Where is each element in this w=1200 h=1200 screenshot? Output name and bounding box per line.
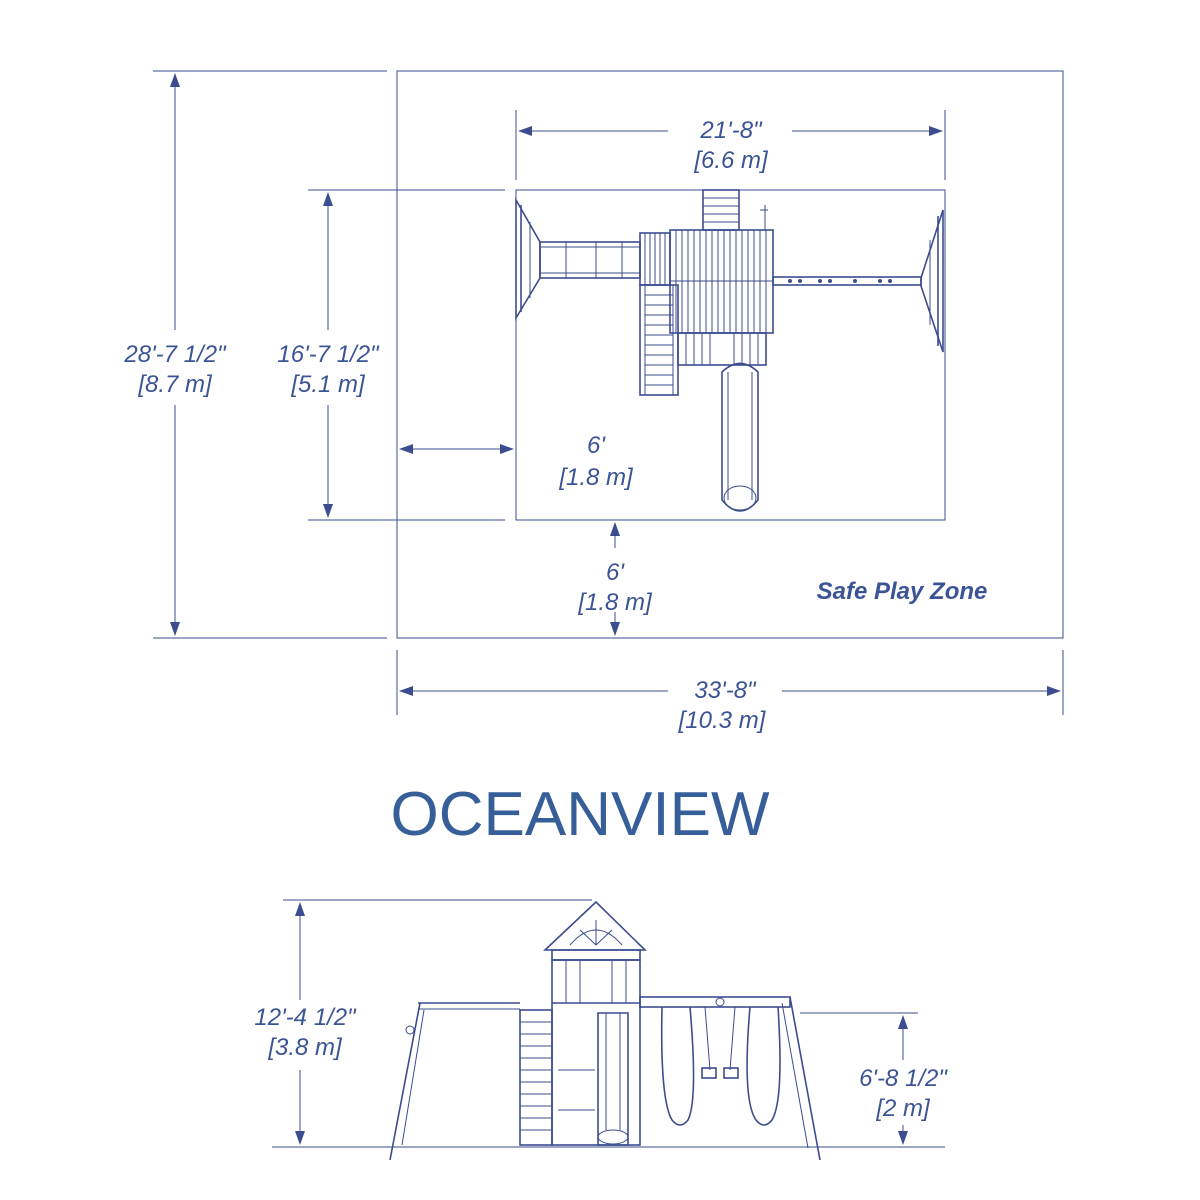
- tube-slide: [721, 362, 759, 512]
- elevation-tower: [519, 900, 647, 1146]
- overall-width-dimension: 33'-8" [10.3 m]: [396, 650, 1064, 734]
- safe-play-zone-boundary: [396, 70, 1064, 639]
- bottom-clearance-dimension: 6' [1.8 m]: [577, 522, 653, 636]
- overall-depth-dimension: 28'-7 1/2" [8.7 m]: [123, 70, 387, 639]
- tower-lower-deck: [677, 332, 767, 366]
- plan-view: 28'-7 1/2" [8.7 m] 16'-7 1/2" [5.1 m] 21…: [123, 70, 1064, 734]
- side-clearance-dimension: 6' [1.8 m]: [399, 432, 634, 491]
- top-ladder: [702, 189, 740, 231]
- left-a-frame: [515, 196, 541, 321]
- overall-width-imperial: 33'-8": [694, 677, 757, 704]
- set-width-metric: [6.6 m]: [693, 147, 769, 174]
- overall-depth-metric: [8.7 m]: [137, 371, 213, 398]
- swing-beam: [760, 205, 922, 286]
- elevation-swings: [660, 1006, 781, 1126]
- overall-depth-imperial: 28'-7 1/2": [123, 341, 227, 368]
- set-depth-dimension: 16'-7 1/2" [5.1 m]: [277, 189, 505, 521]
- front-elevation-view: 12'-4 1/2" [3.8 m] 6'-8 1/2" [2 m]: [254, 899, 948, 1161]
- swing-beam-height-imperial: 6'-8 1/2": [859, 1065, 948, 1092]
- bottom-clearance-imperial: 6': [606, 559, 625, 586]
- total-height-imperial: 12'-4 1/2": [254, 1004, 357, 1031]
- elevation-slide: [597, 1012, 629, 1146]
- side-clearance-metric: [1.8 m]: [558, 464, 634, 491]
- swing-beam-height-dimension: 6'-8 1/2" [2 m]: [800, 1012, 948, 1145]
- playset-top-view: [515, 189, 944, 512]
- safe-play-zone-label: Safe Play Zone: [817, 578, 988, 605]
- tower-roof: [669, 229, 774, 334]
- side-clearance-imperial: 6': [587, 432, 606, 459]
- total-height-dimension: 12'-4 1/2" [3.8 m]: [254, 899, 592, 1145]
- set-depth-metric: [5.1 m]: [290, 371, 366, 398]
- bottom-clearance-metric: [1.8 m]: [577, 589, 653, 616]
- product-title: OCEANVIEW: [391, 780, 770, 849]
- stair-ramp: [639, 284, 679, 396]
- total-height-metric: [3.8 m]: [267, 1034, 343, 1061]
- set-depth-imperial: 16'-7 1/2": [277, 341, 380, 368]
- elevation-left-frame: [389, 1002, 520, 1161]
- monkey-bars: [539, 241, 641, 279]
- elevation-swing-beam: [639, 996, 821, 1161]
- right-a-frame: [920, 209, 944, 353]
- swing-beam-height-metric: [2 m]: [875, 1095, 931, 1122]
- small-deck: [639, 232, 671, 286]
- set-width-imperial: 21'-8": [699, 117, 763, 144]
- set-width-dimension: 21'-8" [6.6 m]: [515, 110, 946, 180]
- overall-width-metric: [10.3 m]: [678, 707, 767, 734]
